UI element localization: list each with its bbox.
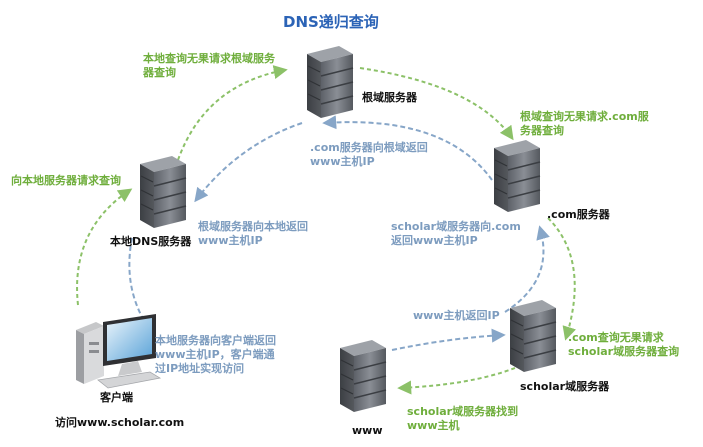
- arrow-local-to-root: [177, 65, 288, 161]
- arrow-root-to-com: [359, 67, 514, 141]
- step-local-to-root-line-1: 本地查询无果请求根域服务: [143, 52, 275, 65]
- client-computer-icon: [76, 314, 162, 389]
- step-scholar-to-www: scholar域服务器找到 www主机: [407, 405, 518, 433]
- root-server-label: 根域服务器: [362, 91, 417, 104]
- arrow-scholar-to-com: [504, 225, 550, 313]
- step-local-to-root: 本地查询无果请求根域服务 器查询: [143, 52, 275, 80]
- local-dns-server-label: 本地DNS服务器: [110, 235, 192, 248]
- arrow-client-to-local: [76, 188, 133, 306]
- arrow-scholar-to-www: [397, 367, 516, 395]
- scholar-server-label: scholar域服务器: [520, 380, 610, 393]
- arrow-com-to-root: [322, 115, 493, 181]
- www-server-icon: [339, 339, 387, 413]
- step-root-to-com: 根域查询无果请求.com服 务器查询: [520, 110, 649, 138]
- arrow-com-to-scholar: [547, 217, 576, 341]
- step-scholar-to-com-line-2: 返回www主机IP: [391, 234, 478, 247]
- step-client-to-local: 向本地服务器请求查询: [11, 174, 121, 187]
- step-com-to-scholar-line-2: scholar域服务器查询: [568, 345, 680, 358]
- step-local-to-client-line-2: www主机IP，客户端通: [155, 348, 275, 361]
- diagram-title: DNS递归查询: [283, 13, 379, 31]
- step-www-to-scholar: www主机返回IP: [413, 309, 500, 322]
- step-scholar-to-www-line-2: www主机: [407, 419, 460, 432]
- root-server-icon: [306, 45, 354, 119]
- step-com-to-root: .com服务器向根域返回 www主机IP: [310, 141, 428, 169]
- step-local-to-client-line-1: 本地服务器向客户端返回: [155, 334, 276, 347]
- com-server-icon: [493, 139, 541, 213]
- www-server-label: www: [352, 424, 383, 437]
- step-com-to-root-line-1: .com服务器向根域返回: [310, 141, 428, 154]
- step-com-to-root-line-2: www主机IP: [310, 155, 375, 168]
- arrow-root-to-local: [194, 122, 303, 203]
- step-local-to-root-line-2: 器查询: [143, 66, 176, 79]
- step-scholar-to-com-line-1: scholar域服务器向.com: [391, 220, 521, 233]
- step-scholar-to-com: scholar域服务器向.com 返回www主机IP: [391, 220, 521, 248]
- arrow-www-to-scholar: [391, 328, 506, 351]
- com-server-label: .com服务器: [547, 208, 610, 221]
- step-com-to-scholar-line-1: .com查询无果请求: [568, 331, 664, 344]
- step-scholar-to-www-line-1: scholar域服务器找到: [407, 405, 519, 418]
- client-caption: 访问www.scholar.com: [55, 416, 185, 429]
- arrow-local-to-client: [128, 237, 152, 333]
- step-root-to-com-line-2: 务器查询: [520, 124, 564, 137]
- local-dns-server-icon: [139, 155, 187, 229]
- step-local-to-client: 本地服务器向客户端返回 www主机IP，客户端通 过IP地址实现访问: [155, 334, 276, 376]
- step-local-to-client-line-3: 过IP地址实现访问: [155, 362, 245, 375]
- client-label: 客户端: [100, 391, 133, 404]
- step-root-to-local: 根域服务器向本地返回 www主机IP: [198, 220, 308, 248]
- step-root-to-local-line-1: 根域服务器向本地返回: [198, 220, 308, 233]
- step-root-to-local-line-2: www主机IP: [198, 234, 263, 247]
- step-root-to-com-line-1: 根域查询无果请求.com服: [520, 110, 649, 123]
- step-com-to-scholar: .com查询无果请求 scholar域服务器查询: [568, 331, 679, 359]
- scholar-server-icon: [509, 299, 557, 373]
